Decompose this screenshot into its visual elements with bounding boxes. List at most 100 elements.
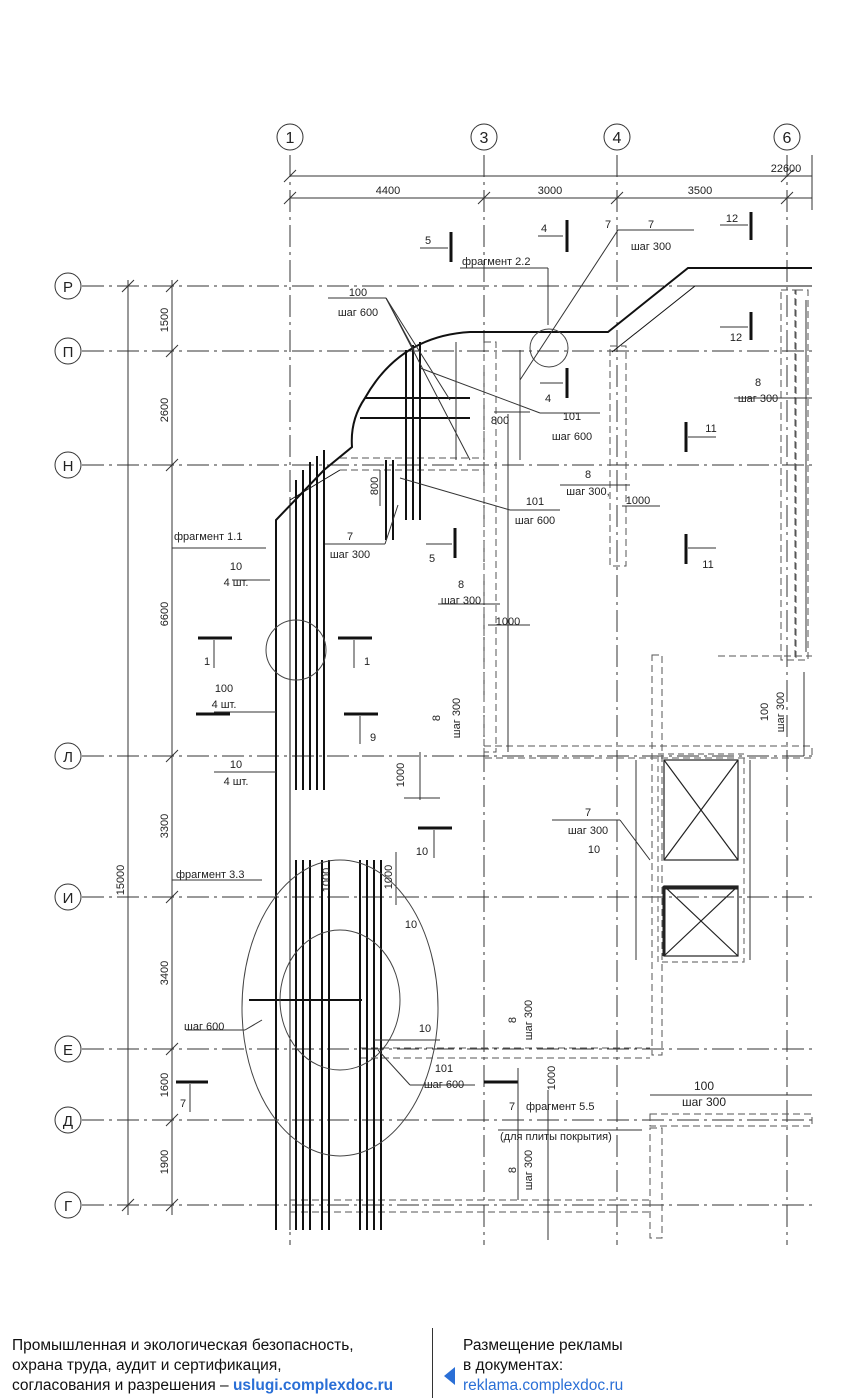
section-number: 4 <box>545 393 551 405</box>
rebar-label: шаг 600 <box>424 1079 464 1091</box>
footer-line: охрана труда, аудит и сертификация, <box>12 1357 282 1374</box>
label-fragment: фрагмент 3.3 <box>176 869 244 881</box>
section-number: 5 <box>425 235 431 247</box>
row-axis-markers: Р П Н Л И Е Д Г <box>54 272 82 1219</box>
rebar-label: 7 <box>347 531 353 543</box>
shaft-boxes <box>657 753 745 963</box>
dim-left-total: 15000 <box>115 865 127 896</box>
annotations: фрагмент 2.2 фрагмент 1.1 фрагмент 3.3 ф… <box>174 213 787 1190</box>
inner-dim: 800 <box>369 477 381 495</box>
column-axis-markers: 1 3 4 6 <box>276 123 801 151</box>
section-number: 10 <box>416 846 428 858</box>
dim-left: 1900 <box>159 1150 171 1174</box>
axis-label-col: 1 <box>286 130 295 147</box>
section-number: 12 <box>730 332 742 344</box>
rebar-label: шаг 300 <box>568 825 608 837</box>
rebar-label: 7 <box>648 219 654 231</box>
axis-label-col: 4 <box>613 130 622 147</box>
left-dimension-chain <box>121 279 179 1215</box>
rebar-label-vertical: шаг 300 <box>523 1000 535 1040</box>
rebar-group-top <box>249 342 470 1001</box>
dim-span: 3000 <box>538 185 562 197</box>
footer-divider <box>432 1328 433 1398</box>
section-number: 12 <box>726 213 738 225</box>
axis-label-col: 6 <box>783 130 792 147</box>
leader-lines <box>172 229 812 1131</box>
rebar-label-vertical: 8 <box>507 1017 519 1023</box>
section-markers <box>176 212 753 1084</box>
section-number: 1 <box>204 656 210 668</box>
fragment-circles <box>241 328 569 1157</box>
rebar-label: 100 <box>349 287 367 299</box>
footer-right-text: Размещение рекламы в документах: reklama… <box>463 1336 623 1396</box>
axis-label-row: Д <box>63 1113 73 1130</box>
rebar-label-vertical: 8 <box>431 715 443 721</box>
axis-label-row: Р <box>63 279 73 296</box>
inner-dim: 1000 <box>626 495 650 507</box>
footer: Промышленная и экологическая безопасност… <box>0 1300 864 1399</box>
slab-outline <box>275 267 812 1230</box>
left-arrow-icon <box>444 1367 455 1385</box>
dim-left: 1500 <box>159 308 171 332</box>
inner-dim: 1000 <box>321 868 333 892</box>
rebar-label-vertical: шаг 300 <box>523 1150 535 1190</box>
dim-left: 6600 <box>159 602 171 626</box>
section-number: 5 <box>429 553 435 565</box>
section-number: 10 <box>588 844 600 856</box>
axis-label-row: Е <box>63 1042 73 1059</box>
rebar-label: шаг 600 <box>184 1021 224 1033</box>
axis-label-row: Л <box>63 749 73 766</box>
axis-label-row: Н <box>63 458 74 475</box>
section-number: 10 <box>419 1023 431 1035</box>
rebar-label: шаг 300 <box>631 241 671 253</box>
rebar-group-left <box>295 450 382 1230</box>
inner-dim: 1000 <box>496 616 520 628</box>
dim-left: 2600 <box>159 398 171 422</box>
axis-label-row: Г <box>64 1198 72 1215</box>
rebar-label: 101 <box>526 496 544 508</box>
rebar-label: шаг 300 <box>738 393 778 405</box>
footer-line: Промышленная и экологическая безопасност… <box>12 1337 354 1354</box>
dim-span: 4400 <box>376 185 400 197</box>
label-fragment: фрагмент 5.5 <box>526 1101 594 1113</box>
rebar-label-vertical: шаг 300 <box>451 698 463 738</box>
label-fragment: фрагмент 2.2 <box>462 256 530 268</box>
dim-left: 1600 <box>159 1073 171 1097</box>
rebar-label: 4 шт. <box>224 577 249 589</box>
section-number: 1 <box>364 656 370 668</box>
axis-label-row: П <box>63 344 74 361</box>
rebar-label: 8 <box>755 377 761 389</box>
section-number: 11 <box>705 423 716 435</box>
section-arrows <box>189 224 748 1112</box>
rebar-label: 8 <box>585 469 591 481</box>
rebar-label: 4 шт. <box>224 776 249 788</box>
top-dimension-chain <box>283 155 813 210</box>
section-number: 7 <box>180 1098 186 1110</box>
dim-left: 3400 <box>159 961 171 985</box>
rebar-label: 4 шт. <box>212 699 237 711</box>
rebar-label-vertical: шаг 300 <box>775 692 787 732</box>
rebar-label: шаг 300 <box>330 549 370 561</box>
rebar-label: шаг 300 <box>682 1095 726 1109</box>
reklama-link[interactable]: reklama.complexdoc.ru <box>463 1377 624 1394</box>
rebar-label: 8 <box>458 579 464 591</box>
rebar-label: 101 <box>563 411 581 423</box>
rebar-label: шаг 300, <box>566 486 609 498</box>
uslugi-link[interactable]: uslugi.complexdoc.ru <box>232 1377 394 1394</box>
rebar-label: 7 <box>585 807 591 819</box>
rebar-label: шаг 600 <box>338 307 378 319</box>
section-number: 4 <box>541 223 547 235</box>
dim-total-top: 22600 <box>771 163 802 175</box>
section-number: 11 <box>702 559 713 571</box>
inner-dim: 1000 <box>383 865 395 889</box>
label-fragment-note: (для плиты покрытия) <box>500 1131 612 1143</box>
rebar-label: 100 <box>694 1079 714 1093</box>
axis-label-col: 3 <box>480 130 489 147</box>
footer-line-with-link: согласования и разрешения – uslugi.compl… <box>12 1376 393 1396</box>
rebar-label: 100 <box>215 683 233 695</box>
rebar-label: 10 <box>230 759 242 771</box>
inner-dim: 1000 <box>395 763 407 787</box>
rebar-label: шаг 300 <box>441 595 481 607</box>
inner-dim: 800 <box>491 415 509 427</box>
dim-left: 3300 <box>159 814 171 838</box>
